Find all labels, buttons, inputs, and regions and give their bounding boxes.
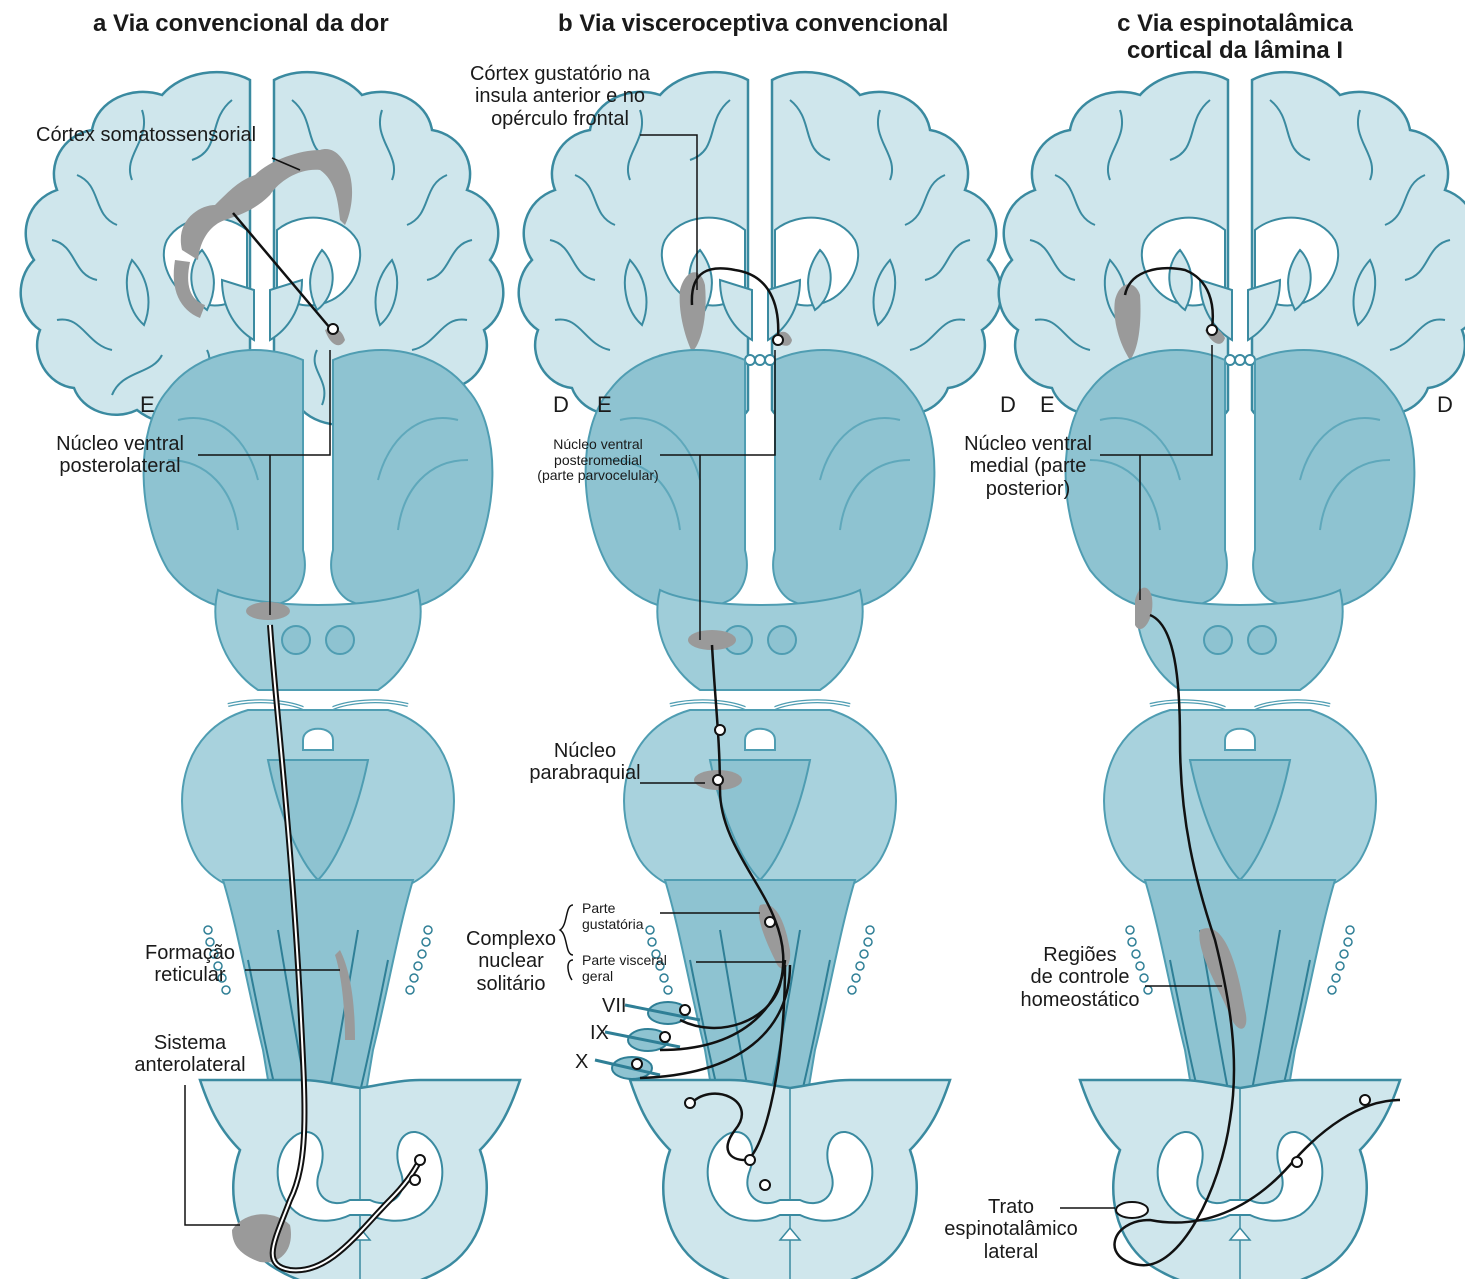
- label-homeostatic-regions: Regiões de controle homeostático: [1005, 944, 1155, 1011]
- label-nerve-vii: VII: [602, 995, 626, 1017]
- panel-c-drawing: [999, 72, 1465, 1279]
- label-gustatory-part: Parte gustatória: [582, 901, 643, 932]
- label-vmpo-nucleus: Núcleo ventral medial (parte posterior): [958, 433, 1098, 500]
- label-vpl-nucleus: Núcleo ventral posterolateral: [40, 433, 200, 478]
- side-left-b: E: [597, 393, 612, 418]
- panel-b-drawing: [519, 72, 1002, 1279]
- panel-b-title: b Via visceroceptiva convencional: [558, 11, 948, 38]
- side-right-b: D: [1000, 393, 1016, 418]
- panel-a-drawing: [21, 72, 520, 1279]
- panel-a-title: a Via convencional da dor: [93, 11, 389, 38]
- label-gustatory-cortex: Córtex gustatório na insula anterior e n…: [450, 63, 670, 130]
- label-visceral-part: Parte visceral geral: [582, 953, 667, 984]
- side-left-c: E: [1040, 393, 1055, 418]
- label-somatosensory-cortex: Córtex somatossensorial: [36, 124, 256, 146]
- label-vpm-nucleus: Núcleo ventral posteromedial (parte parv…: [528, 437, 668, 484]
- label-reticular-formation: Formação reticular: [130, 942, 250, 987]
- side-left-a: E: [140, 393, 155, 418]
- side-right-a: D: [553, 393, 569, 418]
- label-spinothalamic-tract: Trato espinotalâmico lateral: [940, 1196, 1082, 1263]
- label-solitary-complex: Complexo nuclear solitário: [450, 928, 572, 995]
- side-right-c: D: [1437, 393, 1453, 418]
- label-nerve-ix: IX: [590, 1022, 609, 1044]
- label-parabrachial-nucleus: Núcleo parabraquial: [525, 740, 645, 785]
- panel-c-title: c Via espinotalâmica cortical da lâmina …: [1110, 11, 1360, 65]
- label-nerve-x: X: [575, 1051, 588, 1073]
- label-anterolateral-system: Sistema anterolateral: [120, 1032, 260, 1077]
